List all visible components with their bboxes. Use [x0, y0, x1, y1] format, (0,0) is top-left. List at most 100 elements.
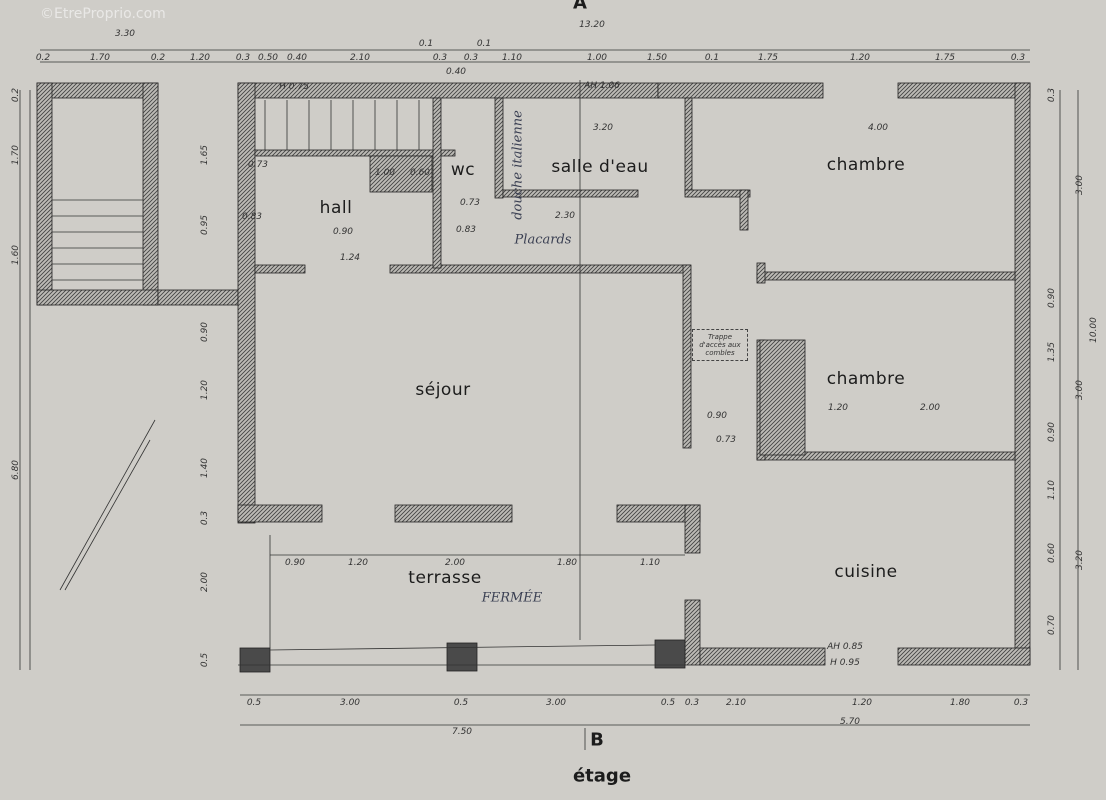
dimension-label: 1.70: [89, 53, 111, 63]
dimension-label: 3.00: [339, 698, 361, 708]
dimension-label: 0.3: [1010, 53, 1026, 63]
dimension-label: 0.2: [11, 87, 21, 103]
dimension-label: 0.2: [35, 53, 51, 63]
dimension-label: 7.50: [451, 727, 473, 737]
north-marker: A: [573, 0, 587, 14]
window-label: AH 1.06: [584, 81, 620, 91]
dimension-label: 1.60: [11, 244, 21, 266]
wall: [432, 97, 442, 269]
north-arrow: [59, 419, 156, 591]
dimension-label: 4.00: [867, 123, 889, 133]
dimension-label: 0.90: [1047, 287, 1057, 309]
dimension-label: 0.1: [476, 39, 492, 49]
dimension-label: 0.5: [246, 698, 262, 708]
window-label: H 0.95: [830, 658, 860, 668]
dimension-label: 1.75: [934, 53, 956, 63]
terrace-edge: [269, 644, 656, 651]
dimension-label: 2.00: [200, 571, 210, 593]
dimension-label: 0.3: [235, 53, 251, 63]
dimension-label: 3.00: [545, 698, 567, 708]
dimension-label: 0.90: [332, 227, 354, 237]
dimension-label: 2.30: [554, 211, 576, 221]
room-kitchen: cuisine: [834, 562, 898, 582]
wall: [237, 504, 323, 523]
dimension-label: 1.20: [347, 558, 369, 568]
wall: [36, 289, 159, 306]
room-living: séjour: [415, 380, 471, 400]
wall: [756, 262, 766, 284]
dimension-label: 1.20: [189, 53, 211, 63]
dimension-label: 0.5: [660, 698, 676, 708]
wall: [502, 189, 639, 198]
room-wc: wc: [450, 160, 476, 180]
wall: [684, 599, 701, 666]
dimension-label: 1.70: [11, 144, 21, 166]
north-arrow: [64, 439, 151, 591]
wall: [394, 504, 513, 523]
room-bathroom: salle d'eau: [551, 157, 649, 177]
dimension-label: 1.10: [501, 53, 523, 63]
dimension-label: 0.3: [200, 510, 210, 526]
dimension-label: 0.40: [445, 67, 467, 77]
dimension-label: 1.80: [949, 698, 971, 708]
wall: [897, 82, 1031, 99]
dimension-label: 1.20: [851, 698, 873, 708]
wall: [254, 264, 306, 274]
attic-hatch: Trappe d'accès aux combles: [692, 329, 748, 361]
dimension-label: 1.75: [757, 53, 779, 63]
dimension-label: 1.20: [827, 403, 849, 413]
watermark: ©EtreProprio.com: [40, 6, 166, 22]
dimension-label: 0.95: [200, 214, 210, 236]
section-marker-label: B: [590, 729, 604, 751]
walls: [36, 82, 1031, 673]
dimension-label: 0.73: [459, 198, 481, 208]
window-label: H 0.75: [279, 82, 309, 92]
closets-label: Placards: [514, 232, 572, 248]
dimension-label: 0.50: [257, 53, 279, 63]
pillar: [239, 647, 271, 673]
level-label: étage: [572, 765, 632, 787]
dimension-label: 0.73: [247, 160, 269, 170]
dimension-label: 10.00: [1089, 317, 1099, 343]
dimension-label: 0.3: [684, 698, 700, 708]
dimension-label: 6.80: [11, 459, 21, 481]
wall: [157, 289, 239, 306]
dimension-label: 1.00: [586, 53, 608, 63]
wall: [897, 647, 1031, 666]
wall: [682, 264, 692, 449]
wall: [36, 82, 159, 99]
wall: [684, 97, 693, 194]
wall: [684, 504, 701, 554]
wall: [494, 97, 504, 199]
dimension-label: 3.20: [1075, 549, 1085, 571]
wall: [1014, 82, 1031, 666]
dimension-label: 3.00: [1075, 174, 1085, 196]
dimension-label: 1.50: [646, 53, 668, 63]
dimension-label: 0.90: [200, 321, 210, 343]
wall: [739, 189, 749, 231]
room-bedroom: chambre: [826, 369, 906, 389]
wall: [684, 189, 751, 198]
dimension-label: 2.00: [919, 403, 941, 413]
dimension-label: 0.90: [706, 411, 728, 421]
dimension-label: 1.10: [639, 558, 661, 568]
window-label: AH 0.85: [827, 642, 863, 652]
wall: [142, 82, 159, 306]
dimension-label: 0.73: [715, 435, 737, 445]
room-shower: douche italienne: [510, 110, 526, 220]
dimension-label: 0.83: [455, 225, 477, 235]
dimension-label: 0.3: [432, 53, 448, 63]
dimension-label: 0.60: [1047, 542, 1057, 564]
dimension-label: 1.20: [849, 53, 871, 63]
dimension-label: 1.20: [200, 379, 210, 401]
wall: [369, 155, 433, 193]
dimension-label: 1.35: [1047, 341, 1057, 363]
dimension-label: 0.2: [150, 53, 166, 63]
dimension-label: 0.83: [241, 212, 263, 222]
dimension-label: 3.20: [592, 123, 614, 133]
wall: [756, 271, 1016, 281]
dimension-label: 2.10: [725, 698, 747, 708]
dimension-label: 5.70: [839, 717, 861, 727]
dimension-label: 1.24: [339, 253, 361, 263]
